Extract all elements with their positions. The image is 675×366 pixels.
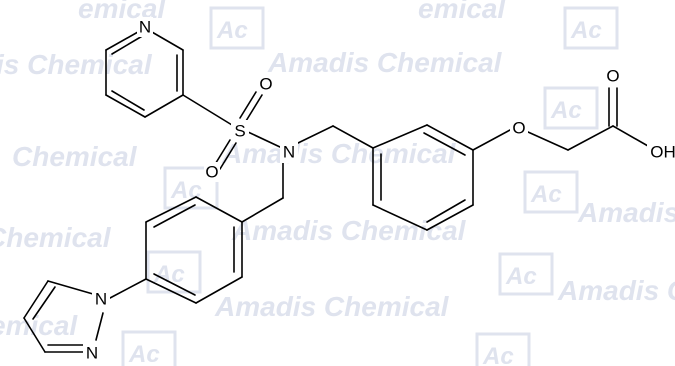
- svg-text:N: N: [95, 290, 107, 309]
- watermark-logo-7: Ac: [498, 252, 554, 296]
- watermark-logo-8: Ac: [121, 330, 177, 366]
- watermark-text-left-2: Chemical: [12, 141, 138, 172]
- atom-sulfonyl-oxygen-top: O: [258, 74, 274, 94]
- atom-pyrazole-nitrogen-1: N: [92, 288, 110, 310]
- svg-text:Ac: Ac: [128, 341, 160, 366]
- atom-sulfur: S: [231, 120, 249, 142]
- watermark-text-top-left: emical: [78, 0, 166, 24]
- watermark-text-right-2: Amadis Chemical: [557, 275, 675, 306]
- watermark-logo-4: Ac: [163, 166, 219, 210]
- svg-text:O: O: [205, 163, 218, 182]
- watermark-text-left-1: is Chemical: [0, 49, 153, 80]
- svg-text:N: N: [86, 344, 98, 363]
- atom-sulfonyl-oxygen-bottom: O: [204, 162, 220, 182]
- benzene-ring-left: [145, 196, 243, 304]
- svg-text:Ac: Ac: [216, 17, 248, 44]
- watermark-text-left-3: Chemical: [0, 222, 112, 253]
- svg-text:O: O: [259, 75, 272, 94]
- atom-pyrazole-nitrogen-2: N: [83, 342, 101, 364]
- watermark-logo-9: Ac: [475, 332, 531, 366]
- svg-text:Ac: Ac: [153, 261, 185, 288]
- watermark-text-row2: Amadis Chemical: [221, 138, 457, 169]
- svg-text:Ac: Ac: [482, 343, 514, 366]
- svg-text:O: O: [512, 119, 525, 138]
- svg-text:OH: OH: [650, 143, 675, 162]
- atom-pyridine-nitrogen: N: [137, 17, 153, 37]
- pyridine-ring: [105, 27, 184, 118]
- watermark-text-top-right: emical: [418, 0, 506, 24]
- atom-ether-oxygen: O: [510, 117, 528, 139]
- watermark-logo-2: Ac: [563, 6, 619, 50]
- benzene-ring-right: [372, 124, 474, 231]
- atom-hydroxyl: OH: [647, 141, 675, 163]
- watermark-text-row1: Amadis Chemical: [267, 47, 503, 78]
- svg-text:Ac: Ac: [170, 177, 202, 204]
- watermark-text-row4: Amadis Chemical: [214, 291, 450, 322]
- atom-carbonyl-oxygen: O: [605, 66, 621, 86]
- watermark-text-right-1: Amadis Chemical: [577, 197, 675, 228]
- watermark-text-left-4: emical: [0, 310, 78, 341]
- svg-text:S: S: [234, 122, 245, 141]
- pyrazole-ring: [23, 278, 147, 353]
- svg-text:N: N: [283, 143, 295, 162]
- svg-text:Ac: Ac: [550, 97, 582, 124]
- bond-layer: [23, 27, 649, 353]
- svg-text:O: O: [606, 67, 619, 86]
- svg-text:Ac: Ac: [530, 181, 562, 208]
- watermark-logo-3: Ac: [543, 86, 599, 130]
- watermark-logo-1: Ac: [209, 6, 265, 50]
- amine-linkers: [241, 125, 374, 223]
- sulfonyl-group: [182, 91, 281, 170]
- watermark-logo-6: Ac: [146, 250, 202, 294]
- svg-text:Ac: Ac: [570, 17, 602, 44]
- watermark-logo-5: Ac: [523, 170, 579, 214]
- svg-text:N: N: [139, 18, 151, 37]
- atom-label-layer: N S O O N O O OH: [83, 17, 675, 364]
- oxyacetic-acid-chain: [472, 87, 649, 151]
- svg-text:Ac: Ac: [505, 263, 537, 290]
- atom-amine-nitrogen: N: [280, 141, 298, 163]
